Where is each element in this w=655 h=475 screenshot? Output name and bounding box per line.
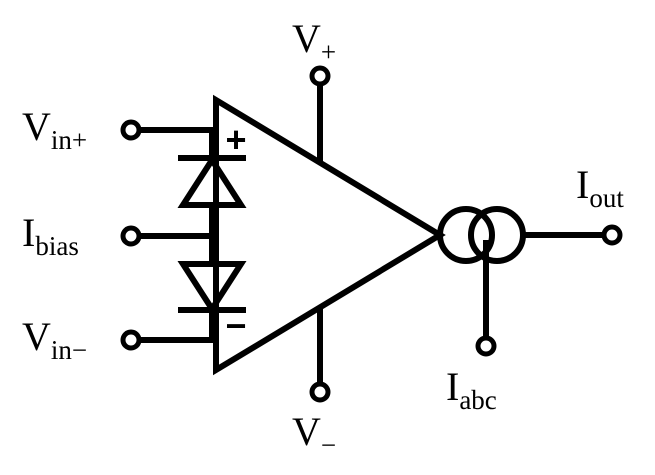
v-in-minus-terminal [120,329,142,351]
v-plus-label: V+ [292,16,336,67]
i-out-terminal [601,224,623,246]
v-in-plus-label: Vin+ [22,104,87,155]
amplifier-triangle [213,94,446,376]
inverting-sign: − [225,305,246,346]
current-source-left-ring [437,206,495,264]
i-abc-label: Iabc [446,364,497,415]
i-abc-terminal [475,335,497,357]
i-bias-label: Ibias [22,210,79,261]
diode-2-symbol [177,261,247,315]
v-plus-terminal [309,65,331,87]
v-minus-terminal [309,381,331,403]
v-in-plus-terminal [120,119,142,141]
v-in-minus-label: Vin− [22,314,87,365]
i-bias-terminal [120,225,142,247]
i-out-label: Iout [576,162,624,213]
v-minus-label: V− [292,409,336,460]
diode-1-symbol [177,154,247,208]
current-source-right-ring [468,206,526,264]
non-inverting-sign: + [225,119,246,160]
